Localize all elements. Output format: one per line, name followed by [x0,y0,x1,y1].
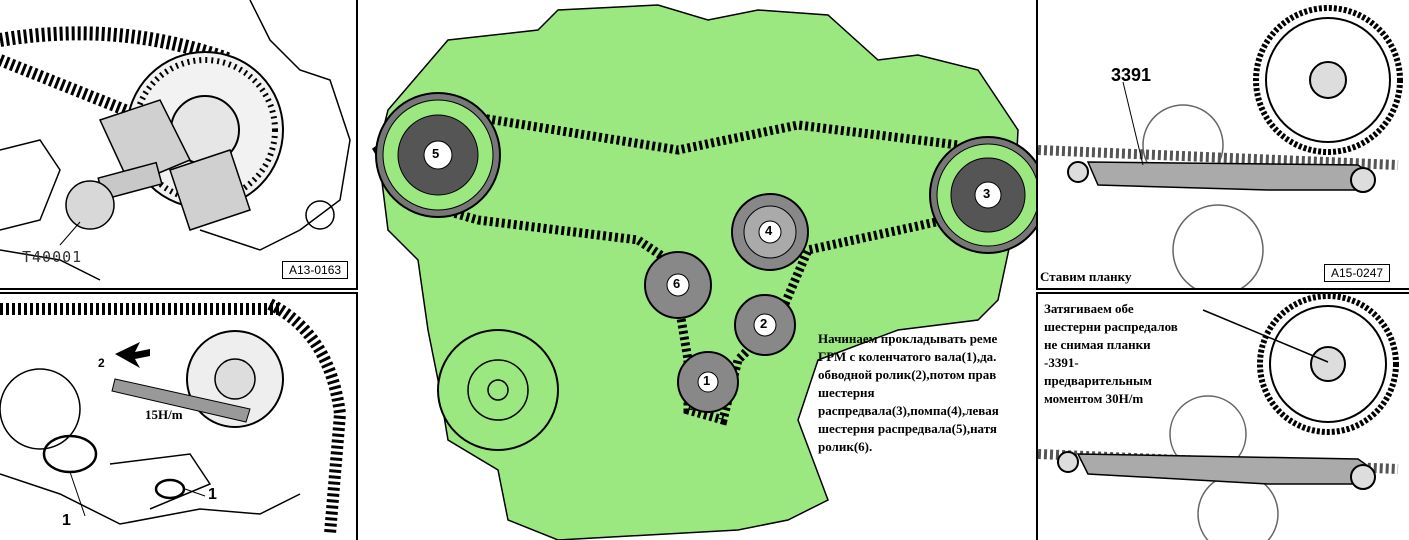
timing-belt-diagram [372,4,1036,540]
tensioner-adjust-illustration [0,298,347,535]
locking-bar-panel: 3391 Ставим планку A15-0247 [1036,0,1409,290]
sprocket-label-5: 5 [432,146,440,161]
crankshaft-sprocket [677,351,739,413]
timing-belt-diagram-panel: 5 3 4 6 2 1 Начинаем прокладывать реме Г… [358,0,1036,540]
sprocket-label-1: 1 [703,373,711,388]
tool-code-label: T40001 [22,248,83,266]
sprocket-label-3: 3 [983,186,991,201]
tensioner-tool-illustration [0,0,351,281]
sprocket-label-6: 6 [673,276,681,291]
sprocket-label-4: 4 [765,223,773,238]
torque-label: 15Н/m [145,407,183,422]
idler-roller [734,294,796,356]
step-caption: Ставим планку [1040,269,1132,284]
water-pump-pulley [731,193,809,271]
camshaft-sprocket-left [375,92,501,218]
tightening-note: Затягиваем обе шестерни распредалов не с… [1044,301,1178,406]
camshaft-sprocket-right [929,136,1036,254]
belt-routing-note: Начинаем прокладывать реме ГРМ с коленча… [818,331,999,454]
tensioner-roller [644,251,712,319]
tensioner-tool-panel: T40001 A13-0163 [0,0,358,290]
locking-bar-illustration [1038,5,1403,288]
tightening-illustration [1038,294,1399,540]
figure-reference: A13-0163 [282,261,349,279]
sprocket-label-2: 2 [760,316,768,331]
figure-reference: A15-0247 [1324,264,1391,282]
part-label-seal-1: 1 [62,512,71,529]
tensioner-adjust-panel: 2 15Н/m 1 1 [0,292,358,540]
tool-number-label: 3391 [1111,65,1152,85]
arrow-number-label: 2 [98,356,105,370]
part-label-seal-2: 1 [208,486,217,503]
tightening-panel: Затягиваем обе шестерни распредалов не с… [1036,292,1409,540]
